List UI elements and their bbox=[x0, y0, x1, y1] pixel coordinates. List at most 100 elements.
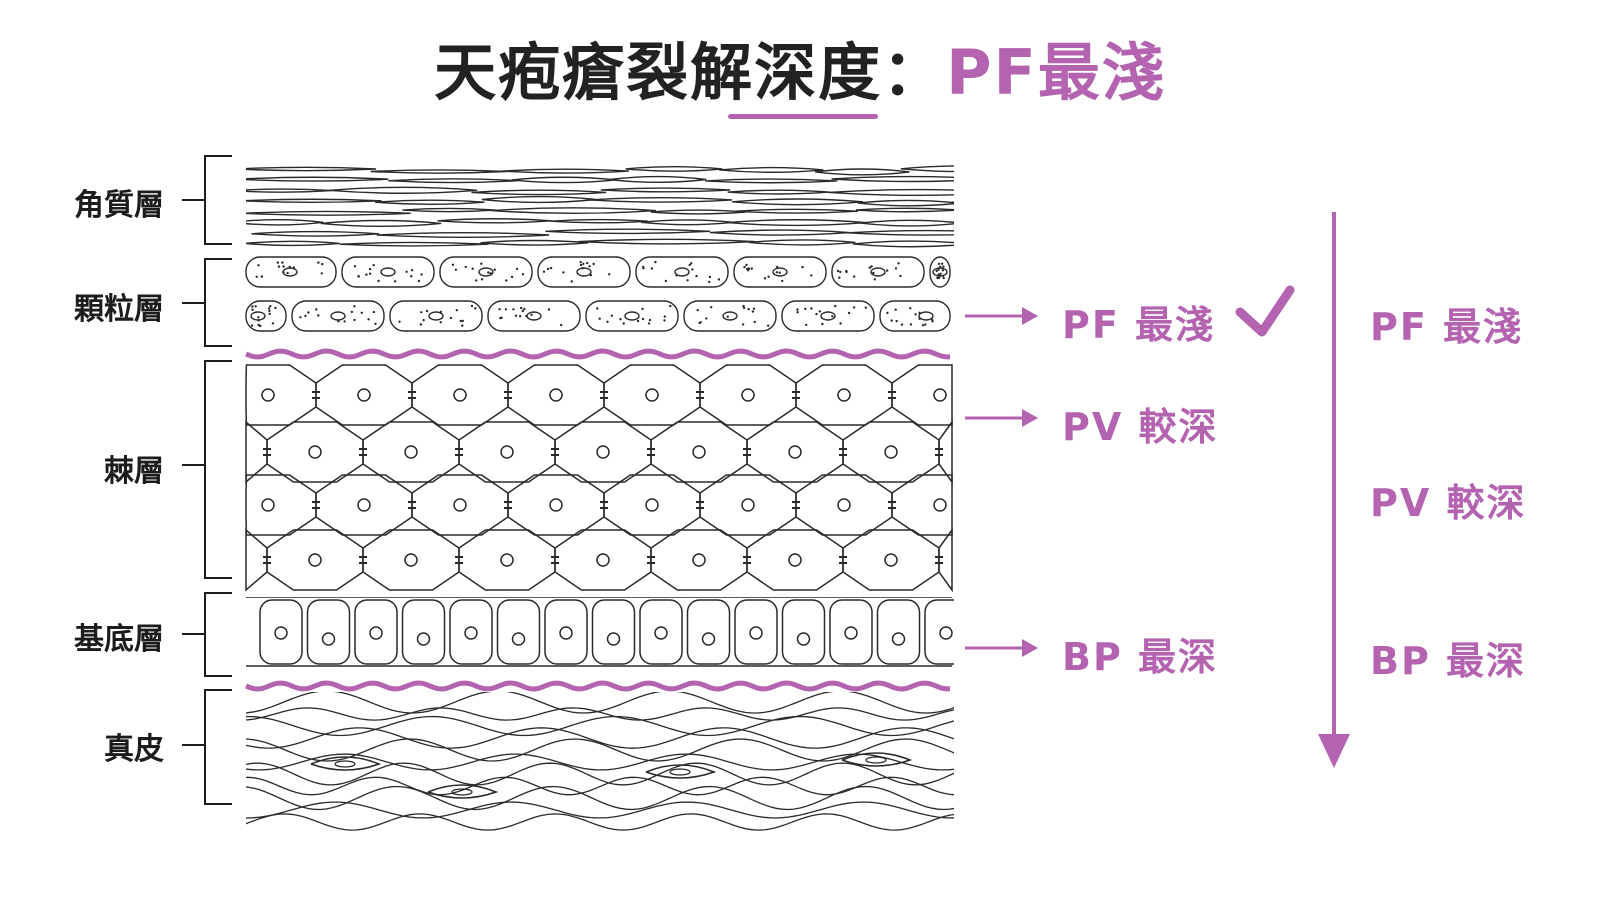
keratohyalin-granule bbox=[586, 261, 589, 265]
granular-nucleus bbox=[870, 267, 886, 277]
keratohyalin-granule bbox=[480, 262, 483, 265]
keratohyalin-granule bbox=[353, 318, 356, 322]
collagen-fiber bbox=[246, 813, 954, 831]
spinous-cell bbox=[245, 528, 268, 592]
keratohyalin-granule bbox=[886, 269, 889, 272]
corneocyte bbox=[501, 168, 630, 174]
keratohyalin-granule bbox=[582, 262, 585, 266]
keratohyalin-granule bbox=[742, 304, 745, 308]
keratohyalin-granule bbox=[852, 275, 856, 278]
keratohyalin-granule bbox=[781, 279, 784, 283]
fibroblast bbox=[310, 756, 382, 771]
basal-nucleus bbox=[891, 632, 906, 646]
spinous-nucleus bbox=[884, 445, 898, 459]
keratohyalin-granule bbox=[864, 306, 867, 309]
spinous-cell bbox=[938, 419, 953, 485]
spinous-nucleus bbox=[884, 553, 898, 567]
keratohyalin-granule bbox=[282, 265, 285, 268]
keratohyalin-granule bbox=[705, 317, 708, 320]
split-marker-pf: PF 最淺 bbox=[1062, 303, 1216, 347]
spinous-cell bbox=[266, 421, 364, 483]
spinous-nucleus bbox=[596, 553, 610, 567]
dermis-illustration bbox=[246, 692, 954, 831]
spinous-cell bbox=[650, 421, 748, 483]
keratohyalin-granule bbox=[675, 274, 678, 277]
spinous-cell bbox=[411, 474, 509, 536]
keratohyalin-granule bbox=[610, 314, 613, 317]
spinous-cell bbox=[245, 364, 317, 426]
basal-nucleus bbox=[416, 632, 431, 646]
keratohyalin-granule bbox=[405, 270, 408, 273]
keratohyalin-granule bbox=[499, 316, 502, 320]
granular-nucleus bbox=[282, 267, 298, 277]
granular-nucleus bbox=[820, 311, 836, 321]
keratohyalin-granule bbox=[372, 310, 376, 314]
keratohyalin-granule bbox=[321, 262, 324, 266]
keratohyalin-granule bbox=[411, 269, 414, 272]
keratohyalin-granule bbox=[815, 312, 818, 316]
keratohyalin-granule bbox=[921, 324, 925, 327]
keratohyalin-granule bbox=[377, 279, 380, 283]
keratohyalin-granule bbox=[260, 275, 264, 278]
keratohyalin-granule bbox=[547, 308, 551, 311]
spinous-cell bbox=[699, 364, 797, 426]
keratohyalin-granule bbox=[489, 272, 492, 275]
stratum-spinosum-illustration bbox=[245, 364, 953, 593]
spinous-nucleus bbox=[308, 553, 322, 567]
keratohyalin-granule bbox=[937, 273, 940, 276]
title-main: 天疱瘡裂解深度： bbox=[434, 36, 947, 109]
spinous-cell bbox=[842, 421, 940, 483]
keratohyalin-granule bbox=[870, 265, 873, 268]
spinous-cell bbox=[699, 474, 797, 536]
keratohyalin-granule bbox=[292, 266, 296, 269]
keratohyalin-granule bbox=[941, 269, 945, 272]
granular-nucleus bbox=[918, 311, 934, 321]
spinous-cell bbox=[411, 364, 509, 426]
collagen-fiber bbox=[246, 707, 954, 721]
keratohyalin-granule bbox=[474, 307, 477, 310]
check-icon bbox=[1235, 285, 1295, 337]
keratohyalin-granule bbox=[663, 319, 666, 322]
keratohyalin-granule bbox=[935, 269, 938, 273]
spinous-nucleus bbox=[261, 388, 275, 402]
keratohyalin-granule bbox=[708, 280, 711, 284]
corneocyte bbox=[727, 189, 830, 195]
stratum-granulosum-illustration bbox=[245, 256, 951, 332]
keratohyalin-granule bbox=[257, 264, 260, 267]
keratohyalin-granule bbox=[560, 323, 563, 327]
corneocyte bbox=[964, 241, 1129, 245]
basal-cell bbox=[639, 599, 683, 665]
basal-cell bbox=[449, 599, 493, 665]
keratohyalin-granule bbox=[796, 311, 799, 314]
arrow-right-icon bbox=[965, 307, 1038, 325]
keratohyalin-granule bbox=[726, 315, 729, 318]
keratohyalin-granule bbox=[847, 311, 851, 315]
keratohyalin-granule bbox=[439, 321, 442, 324]
basal-nucleus bbox=[464, 626, 478, 640]
spinous-cell bbox=[507, 364, 605, 426]
keratohyalin-granule bbox=[909, 307, 912, 310]
granular-cell bbox=[635, 256, 729, 288]
keratohyalin-granule bbox=[691, 268, 694, 271]
keratohyalin-granule bbox=[745, 263, 748, 267]
corneocyte bbox=[951, 201, 954, 204]
keratohyalin-granule bbox=[425, 309, 429, 313]
corneocyte bbox=[855, 207, 954, 213]
fibroblast-nucleus bbox=[669, 768, 691, 776]
keratohyalin-granule bbox=[365, 273, 368, 276]
split-marker-bp: BP 最深 bbox=[1062, 635, 1219, 679]
keratohyalin-granule bbox=[579, 260, 582, 264]
stratum-corneum-illustration bbox=[246, 165, 1129, 248]
spinous-cell bbox=[245, 420, 268, 484]
pf-split-line bbox=[245, 348, 951, 360]
basal-cell bbox=[734, 599, 778, 665]
keratohyalin-granule bbox=[493, 268, 496, 271]
keratohyalin-granule bbox=[606, 320, 609, 323]
corneocyte bbox=[831, 175, 954, 183]
keratohyalin-granule bbox=[801, 265, 804, 269]
keratohyalin-granule bbox=[374, 322, 377, 326]
keratohyalin-granule bbox=[372, 264, 375, 267]
keratohyalin-granule bbox=[422, 318, 425, 322]
keratohyalin-granule bbox=[743, 265, 746, 269]
keratohyalin-granule bbox=[464, 265, 467, 269]
